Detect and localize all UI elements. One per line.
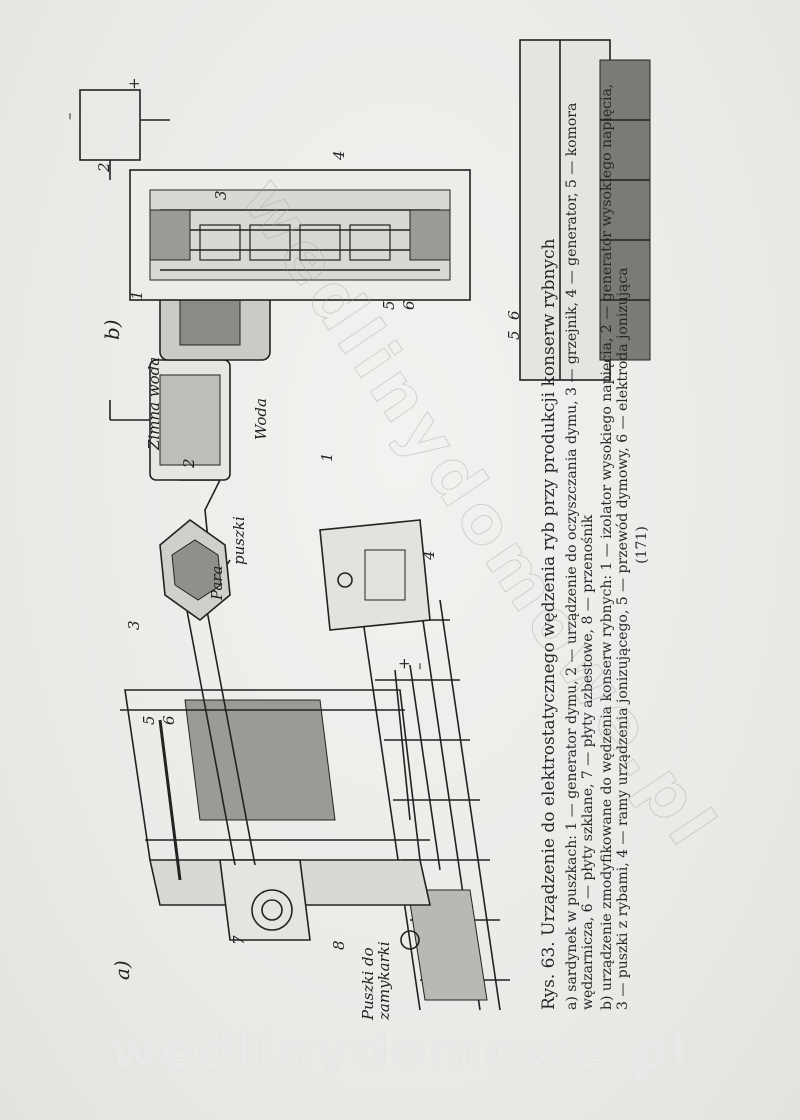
label-puszki: puszki	[230, 516, 248, 565]
label-a-5: 5	[140, 715, 158, 725]
label-b-minus: –	[60, 112, 78, 121]
label-a-7: 7	[230, 935, 248, 945]
label-b-3: 3	[212, 190, 230, 200]
hv-generator-4	[319, 519, 441, 871]
cans-with-fish-b-3	[199, 224, 391, 261]
label-para: Para	[208, 565, 226, 600]
caption-part-b: b) urządzenie zmodyfikowane do wędzenia …	[599, 83, 631, 1010]
label-a-3: 3	[125, 620, 143, 630]
label-b-2: 2	[95, 162, 113, 172]
label-woda: Woda	[252, 398, 270, 440]
footer-watermark: wedlinydomowe.pl	[109, 1022, 691, 1082]
caption-part-a: a) sardynek w puszkach: 1 — generator dy…	[564, 102, 596, 1010]
label-a-1: 1	[318, 452, 336, 462]
label-a-6: 6	[160, 715, 178, 725]
label-b-6-lower: 6	[505, 310, 523, 320]
label-b-4: 4	[330, 150, 348, 160]
heater-3	[159, 518, 231, 622]
panel-label-b: b)	[100, 319, 124, 340]
diagram-a	[109, 239, 510, 1011]
caption-title: Rys. 63. Urządzenie do elektrostatyczneg…	[539, 238, 559, 1011]
label-b-6: 6	[400, 300, 418, 310]
panel-label-a: a)	[110, 960, 134, 980]
label-b-plus: +	[125, 77, 143, 90]
label-b-5-lower: 5	[505, 330, 523, 340]
label-a-2: 2	[180, 458, 198, 468]
label-zimna-woda: Zimna woda	[145, 356, 163, 450]
label-a-minus: –	[410, 662, 428, 671]
lower-assembly-b	[519, 39, 651, 381]
label-a-4: 4	[420, 550, 438, 560]
diagram-b	[79, 39, 651, 381]
label-b-5: 5	[380, 300, 398, 310]
label-b-1: 1	[128, 290, 146, 300]
label-a-8: 8	[330, 940, 348, 950]
smoking-chamber-5	[120, 689, 431, 941]
hv-generator-b-2	[79, 89, 170, 180]
caption-reference: (171)	[634, 526, 650, 564]
label-puszki-do-zamykarki: Puszki do zamykarki	[359, 941, 393, 1020]
figure-caption: Rys. 63. Urządzenie do elektrostatyczneg…	[539, 80, 653, 1011]
